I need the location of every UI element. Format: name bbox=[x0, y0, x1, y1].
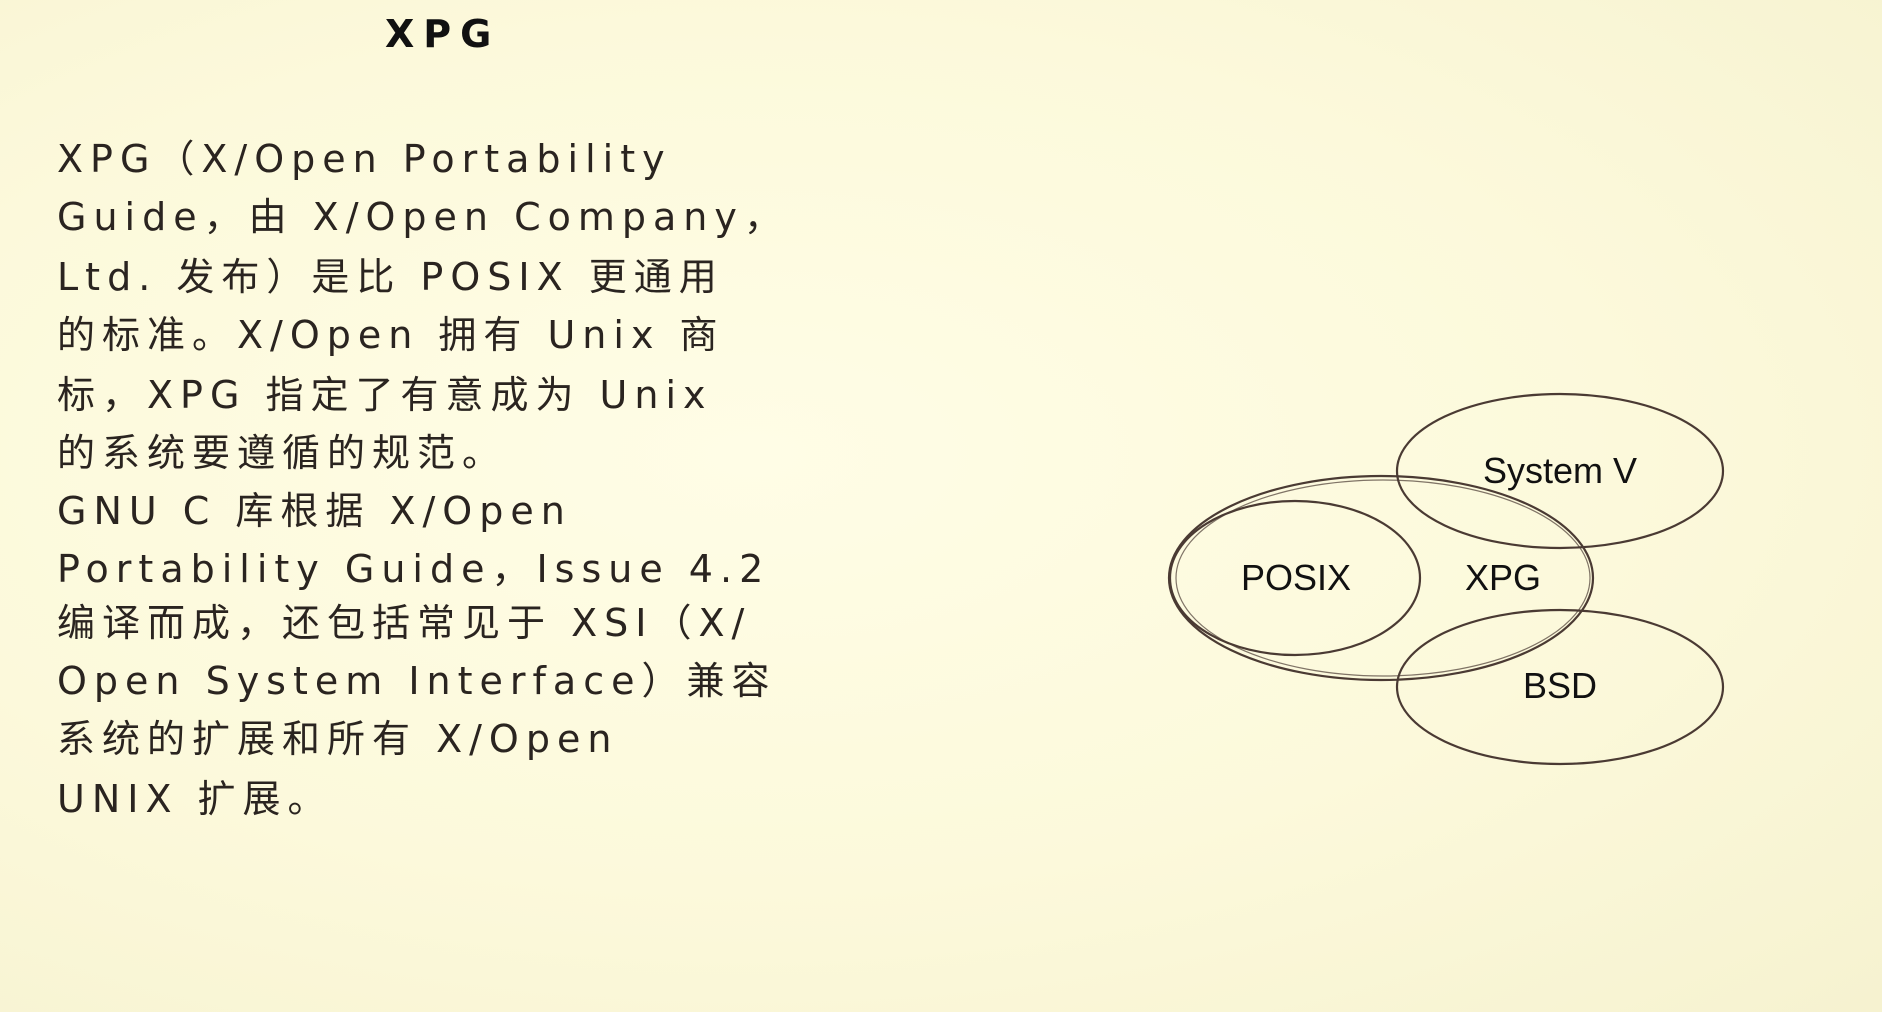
body-line: 编译而成，还包括常见于 XSI（X/ bbox=[57, 601, 752, 645]
body-line: 的标准。X/Open 拥有 Unix 商 bbox=[57, 313, 725, 357]
venn-diagram: System V POSIX XPG BSD bbox=[1150, 385, 1750, 775]
body-line: Guide，由 X/Open Company， bbox=[57, 195, 789, 239]
body-line: UNIX 扩展。 bbox=[57, 777, 333, 821]
system-v-ellipse bbox=[1395, 392, 1725, 550]
body-line: Ltd. 发布）是比 POSIX 更通用 bbox=[57, 255, 724, 299]
posix-label: POSIX bbox=[1241, 557, 1351, 598]
posix-ellipse bbox=[1168, 499, 1422, 657]
xpg-ellipse-inner-stroke bbox=[1175, 479, 1591, 677]
body-line: 标，XPG 指定了有意成为 Unix bbox=[57, 373, 713, 417]
body-line: 系统的扩展和所有 X/Open bbox=[57, 717, 619, 761]
venn-svg: System V POSIX XPG BSD bbox=[1167, 392, 1725, 766]
body-line: Portability Guide，Issue 4.2 bbox=[57, 547, 771, 591]
body-line: 的系统要遵循的规范。 bbox=[57, 431, 508, 475]
bsd-label: BSD bbox=[1523, 665, 1597, 706]
xpg-label: XPG bbox=[1465, 557, 1541, 598]
body-line: Open System Interface）兼容 bbox=[57, 659, 777, 703]
body-line: GNU C 库根据 X/Open bbox=[57, 489, 572, 533]
bsd-ellipse bbox=[1395, 608, 1725, 766]
slide-title: XPG bbox=[385, 12, 501, 56]
system-v-label: System V bbox=[1483, 450, 1637, 491]
body-line: XPG（X/Open Portability bbox=[57, 137, 672, 181]
